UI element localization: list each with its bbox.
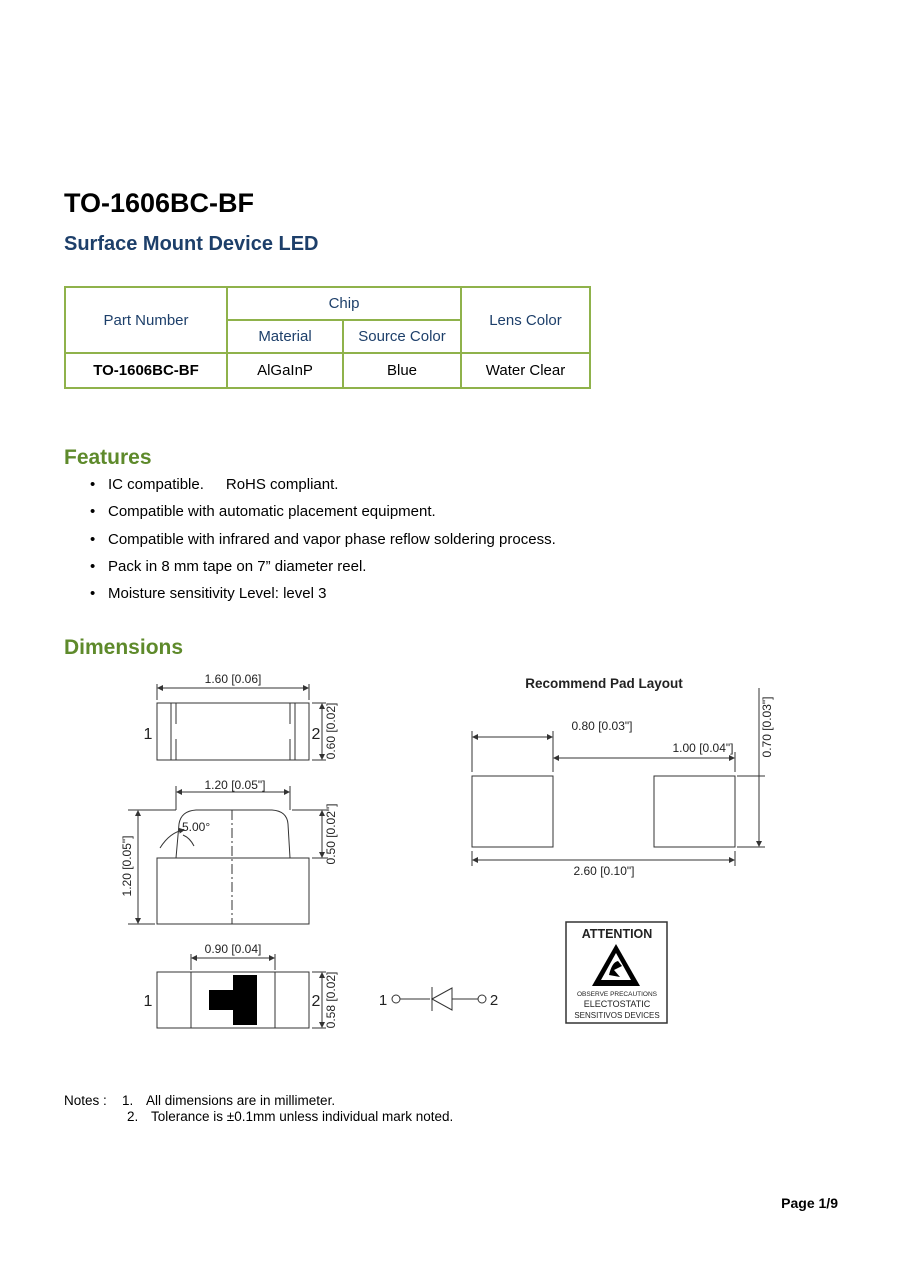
cell-lens-color: Water Clear: [460, 352, 591, 389]
cell-material: AlGaInP: [226, 352, 344, 389]
header-part-number: Part Number: [64, 286, 228, 354]
top-width-label: 1.60 [0.06]: [205, 672, 262, 686]
note-1-text: All dimensions are in millimeter.: [146, 1093, 336, 1108]
bottom-pin1-label: 1: [144, 993, 153, 1010]
side-dome-height-label: 0.50 [0.02"]: [324, 804, 338, 865]
list-item: Compatible with automatic placement equi…: [90, 502, 556, 529]
side-angle-label: 5.00°: [182, 820, 210, 834]
top-view: [156, 684, 326, 761]
cell-source-color: Blue: [342, 352, 462, 389]
pad-gap-label: 1.00 [0.04"]: [673, 741, 734, 755]
header-chip: Chip: [226, 286, 462, 321]
top-height-label: 0.60 [0.02]: [324, 703, 338, 760]
note-2-text: Tolerance is ±0.1mm unless individual ma…: [151, 1109, 454, 1124]
header-material: Material: [226, 319, 344, 354]
pad-layout: [471, 688, 765, 866]
list-item: Compatible with infrared and vapor phase…: [90, 530, 556, 557]
feature-text: Compatible with infrared and vapor phase…: [108, 530, 556, 548]
cell-part-number: TO-1606BC-BF: [64, 352, 228, 389]
table-row: TO-1606BC-BF AlGaInP Blue Water Clear: [64, 352, 591, 389]
side-total-height-label: 1.20 [0.05"]: [120, 836, 134, 897]
attention-line1: OBSERVE PRECAUTIONS: [577, 991, 658, 998]
diode-symbol: [391, 987, 487, 1011]
bottom-pin2-label: 2: [312, 993, 321, 1010]
features-list: IC compatible. RoHS compliant. Compatible…: [90, 475, 556, 611]
bottom-width-label: 0.90 [0.04]: [205, 942, 262, 956]
list-item: Moisture sensitivity Level: level 3: [90, 584, 556, 611]
features-heading: Features: [64, 446, 152, 469]
list-item: Pack in 8 mm tape on 7” diameter reel.: [90, 557, 556, 584]
side-top-width-label: 1.20 [0.05"]: [205, 778, 266, 792]
notes-label: Notes :: [64, 1093, 107, 1108]
pad-layout-title: Recommend Pad Layout: [525, 676, 683, 691]
top-pin1-label: 1: [144, 726, 153, 743]
top-pin2-label: 2: [312, 726, 321, 743]
bottom-height-label: 0.58 [0.02]: [324, 972, 338, 1029]
bottom-pad-marking: [209, 975, 257, 1025]
bottom-view: [156, 954, 326, 1029]
feature-text: Pack in 8 mm tape on 7” diameter reel.: [108, 557, 367, 575]
header-lens-color: Lens Color: [460, 286, 591, 354]
feature-text-extra: RoHS compliant.: [225, 476, 339, 493]
symbol-pin2-label: 2: [490, 992, 498, 1009]
note-1-number: 1.: [122, 1093, 134, 1108]
symbol-pin1-label: 1: [379, 992, 387, 1009]
attention-line3: SENSITIVOS DEVICES: [574, 1011, 659, 1020]
attention-title: ATTENTION: [582, 927, 653, 941]
pad-width-label: 0.80 [0.03"]: [572, 719, 633, 733]
feature-text: Compatible with automatic placement equi…: [108, 503, 436, 521]
attention-label: [565, 921, 668, 1024]
feature-text: Moisture sensitivity Level: level 3: [108, 585, 327, 603]
pad-total-label: 2.60 [0.10"]: [574, 864, 635, 878]
attention-line2: ELECTOSTATIC: [584, 999, 651, 1009]
dimensions-heading: Dimensions: [64, 636, 184, 659]
spec-table: Part Number Chip Lens Color Material Sou…: [64, 286, 591, 389]
page-number: Page 1/9: [781, 1195, 838, 1211]
header-source-color: Source Color: [342, 319, 462, 354]
list-item: IC compatible. RoHS compliant.: [90, 475, 556, 502]
side-view: [128, 786, 328, 925]
page-subtitle: Surface Mount Device LED: [64, 233, 319, 255]
esd-warning-icon: [592, 944, 640, 986]
page-title: TO-1606BC-BF: [64, 188, 255, 218]
note-2-number: 2.: [127, 1109, 139, 1124]
feature-text: IC compatible.: [108, 476, 204, 493]
pad-height-label: 0.70 [0.03"]: [760, 697, 774, 758]
